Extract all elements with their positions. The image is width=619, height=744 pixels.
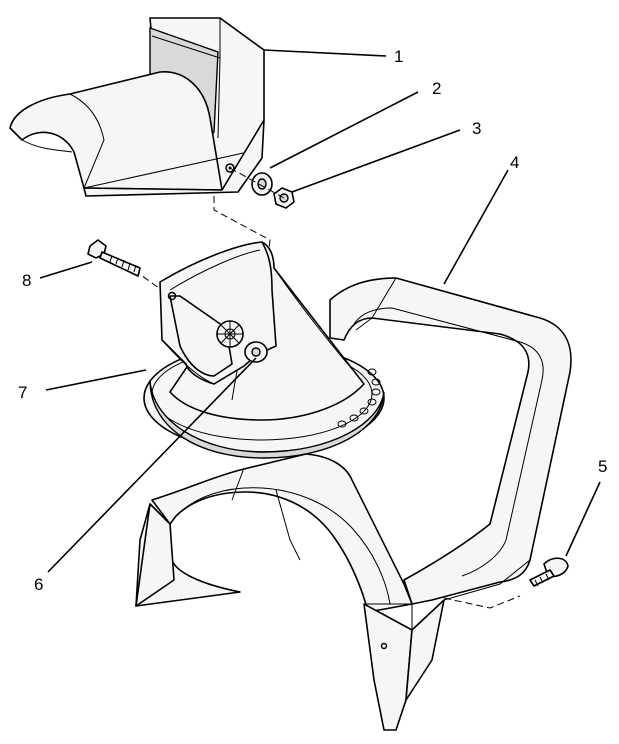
carriage-bolt-5 — [529, 557, 569, 587]
leader-lines — [39, 49, 601, 573]
star-washer — [216, 320, 244, 348]
callout-7: 7 — [18, 383, 27, 402]
callout-8: 8 — [22, 271, 31, 290]
chute-base-housing — [135, 277, 572, 731]
callout-2: 2 — [432, 79, 441, 98]
flat-washer-6 — [244, 341, 268, 363]
callout-labels: 1 2 3 4 5 6 7 8 — [18, 47, 607, 594]
discharge-chute — [143, 241, 385, 459]
callout-3: 3 — [472, 119, 481, 138]
flange-holes — [337, 368, 381, 428]
callout-1: 1 — [394, 47, 403, 66]
washer-2 — [251, 172, 273, 196]
callout-4: 4 — [510, 153, 519, 172]
bolt-8 — [87, 239, 141, 277]
callout-5: 5 — [598, 457, 607, 476]
chute-deflector — [9, 17, 265, 197]
assembly-line — [213, 196, 271, 259]
callout-6: 6 — [34, 575, 43, 594]
